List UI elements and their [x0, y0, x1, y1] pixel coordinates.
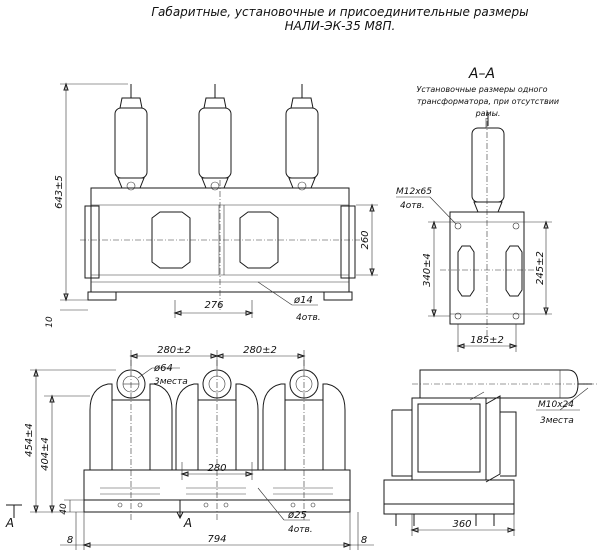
front-view: 643±5 10 260 276 ø14 4отв. — [45, 82, 378, 328]
plan-bolt-dia: ø25 — [287, 510, 307, 521]
plan-dim-280c: 280 — [207, 463, 226, 474]
section-note-1: Установочные размеры одного — [416, 85, 547, 94]
thread-count: 3места — [540, 416, 574, 426]
title-line1: Габаритные, установочные и присоединител… — [151, 5, 528, 19]
side-dim-360: 360 — [452, 519, 471, 530]
insulator-1 — [114, 84, 148, 191]
side-view: М10х24 3места 360 — [383, 369, 598, 536]
insulator-2 — [198, 84, 232, 191]
plan-hole-dia: ø64 — [153, 363, 173, 374]
plan-dim-40: 40 — [59, 503, 69, 515]
bolt-count: 4отв. — [400, 201, 425, 211]
insulator-3 — [285, 84, 319, 191]
dim-245-label: 245±2 — [535, 251, 546, 285]
plan-dim-8b: 8 — [361, 535, 367, 546]
section-aa: А–А Установочные размеры одного трансфор… — [396, 66, 559, 352]
plan-dim-280a: 280±2 — [157, 345, 191, 356]
plan-dim-8a: 8 — [67, 535, 73, 546]
dim-276-label: 276 — [204, 300, 223, 311]
plan-dim-280b: 280±2 — [243, 345, 277, 356]
section-note-2: трансформатора, при отсутствии — [417, 97, 559, 106]
thread-label: М10х24 — [538, 400, 574, 410]
section-label: А–А — [468, 66, 495, 82]
plan-view: 280±2 280±2 ø64 3места 454±4 404±4 40 28… — [5, 345, 374, 550]
front-hole-count: 4отв. — [296, 313, 321, 323]
front-hole-dia: ø14 — [293, 295, 313, 306]
plan-dim-794: 794 — [207, 534, 226, 545]
section-marker-left: А — [5, 516, 14, 530]
dim-340-label: 340±4 — [422, 253, 433, 287]
plan-dim-404: 404±4 — [40, 437, 51, 471]
title-line2: НАЛИ-ЭК-35 М8П. — [285, 19, 396, 33]
section-marker-right: А — [183, 516, 192, 530]
dim-10-label: 10 — [45, 316, 55, 328]
dim-260-label: 260 — [360, 230, 371, 249]
bolt-label: М12х65 — [396, 187, 432, 197]
plan-hole-count: 3места — [154, 377, 188, 387]
plan-bolt-count: 4отв. — [288, 525, 313, 535]
dim-height-label: 643±5 — [54, 175, 65, 209]
plan-dim-454: 454±4 — [24, 423, 35, 457]
dim-185-label: 185±2 — [470, 335, 504, 346]
